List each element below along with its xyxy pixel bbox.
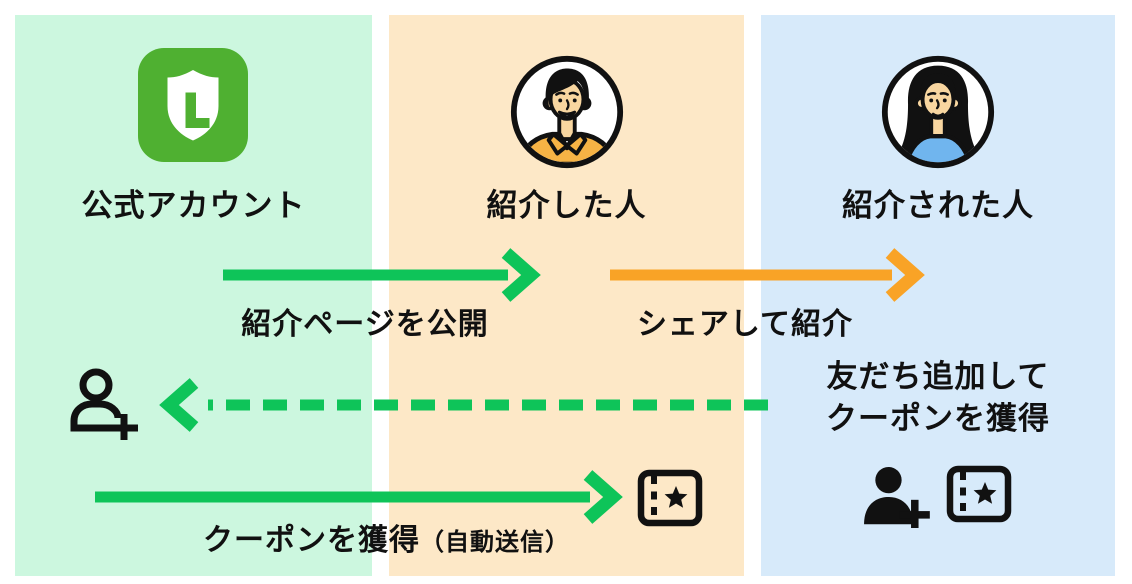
flow-label-add-friend-get-coupon: 友だち追加して クーポンを獲得 xyxy=(768,356,1108,440)
flow-label-add-friend-line2: クーポンを獲得 xyxy=(826,401,1050,436)
column-title-official-account: 公式アカウント xyxy=(81,188,306,223)
friend-add-icon xyxy=(70,368,138,440)
flow-label-coupon-autosend-note: （自動送信） xyxy=(420,529,570,556)
line-official-account-shield-icon xyxy=(138,48,248,162)
flow-label-coupon-autosend: クーポンを獲得（自動送信） xyxy=(203,515,570,559)
column-title-referred: 紹介された人 xyxy=(842,188,1034,223)
flow-label-add-friend-line1: 友だち追加して xyxy=(826,359,1050,394)
flow-label-coupon-autosend-main: クーポンを獲得 xyxy=(203,524,420,557)
friend-added-icon xyxy=(864,466,930,528)
column-title-referrer: 紹介した人 xyxy=(486,188,647,223)
flow-label-publish-referral-page: 紹介ページを公開 xyxy=(241,308,489,341)
referred-avatar xyxy=(881,55,995,169)
coupon-ticket-icon xyxy=(637,469,703,527)
coupon-ticket-icon xyxy=(946,465,1012,523)
flow-label-share-referral: シェアして紹介 xyxy=(636,308,854,341)
referrer-avatar xyxy=(510,55,624,169)
